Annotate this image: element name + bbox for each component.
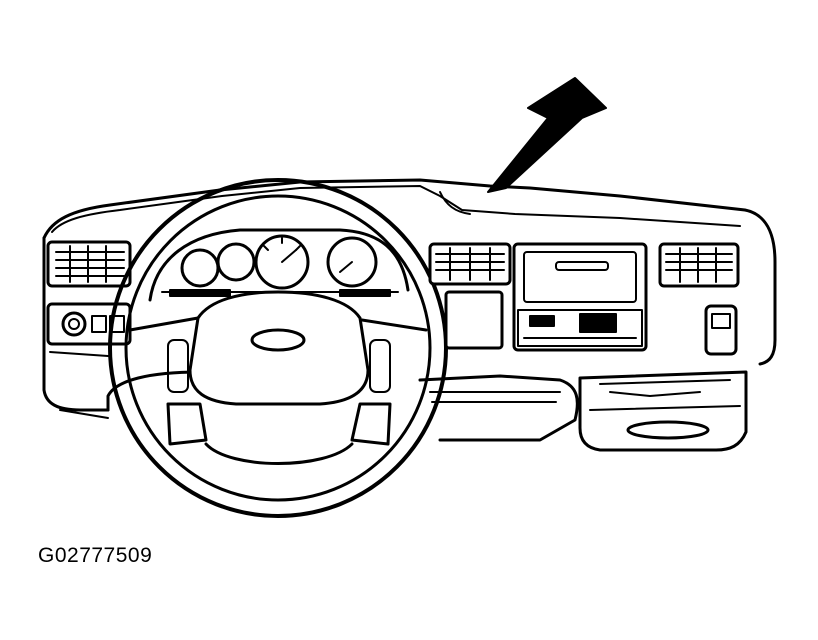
figure-code-label: G02777509: [38, 544, 153, 567]
oval-emblem-icon: [250, 328, 306, 352]
glove-box: [578, 370, 748, 452]
right-switch: [704, 304, 738, 356]
right-air-vent: [658, 242, 740, 288]
radio-unit: [512, 242, 648, 352]
dashboard-outline: [42, 178, 777, 412]
center-air-vent: [428, 242, 512, 286]
pointer-arrow-icon: [487, 77, 607, 193]
instrument-cluster: [148, 228, 410, 302]
lower-dash: [59, 370, 579, 442]
center-storage-panel: [444, 290, 504, 350]
headlamp-switch-panel: [46, 302, 132, 346]
left-air-vent: [46, 240, 132, 288]
